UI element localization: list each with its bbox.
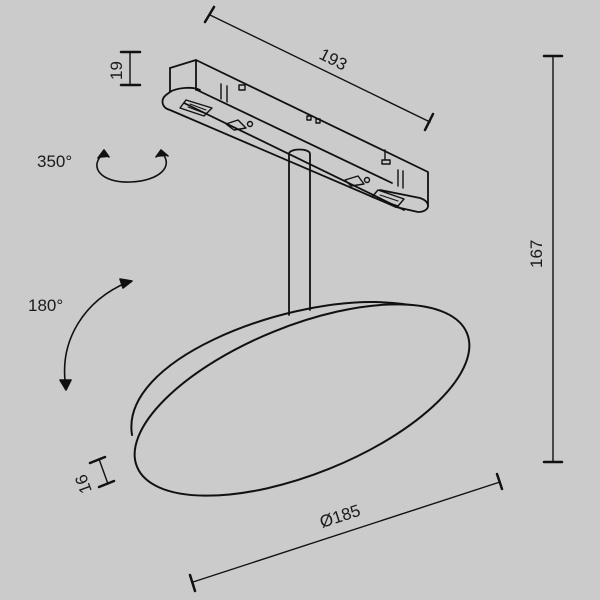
- dimension-total-height: [542, 54, 564, 464]
- dimension-disc-diameter: [188, 472, 504, 593]
- dimension-track-height: [119, 50, 142, 87]
- rotation-180-label: 180°: [28, 296, 63, 315]
- dimension-disc-thickness: [88, 455, 116, 489]
- track-adapter: [161, 59, 429, 213]
- lamp-disc: [130, 300, 471, 497]
- rotation-arrow-350: [96, 149, 169, 183]
- rotation-350-label: 350°: [37, 152, 72, 171]
- track-height-label: 19: [107, 61, 126, 80]
- total-height-label: 167: [527, 240, 546, 268]
- lamp-stem: [288, 148, 311, 316]
- rotation-arrow-180: [59, 278, 133, 391]
- track-length-label: 193: [316, 45, 350, 75]
- disc-thickness-label: 16: [71, 472, 95, 496]
- disc-diameter-label: Ø185: [317, 501, 362, 532]
- dimension-track-length: [203, 5, 435, 132]
